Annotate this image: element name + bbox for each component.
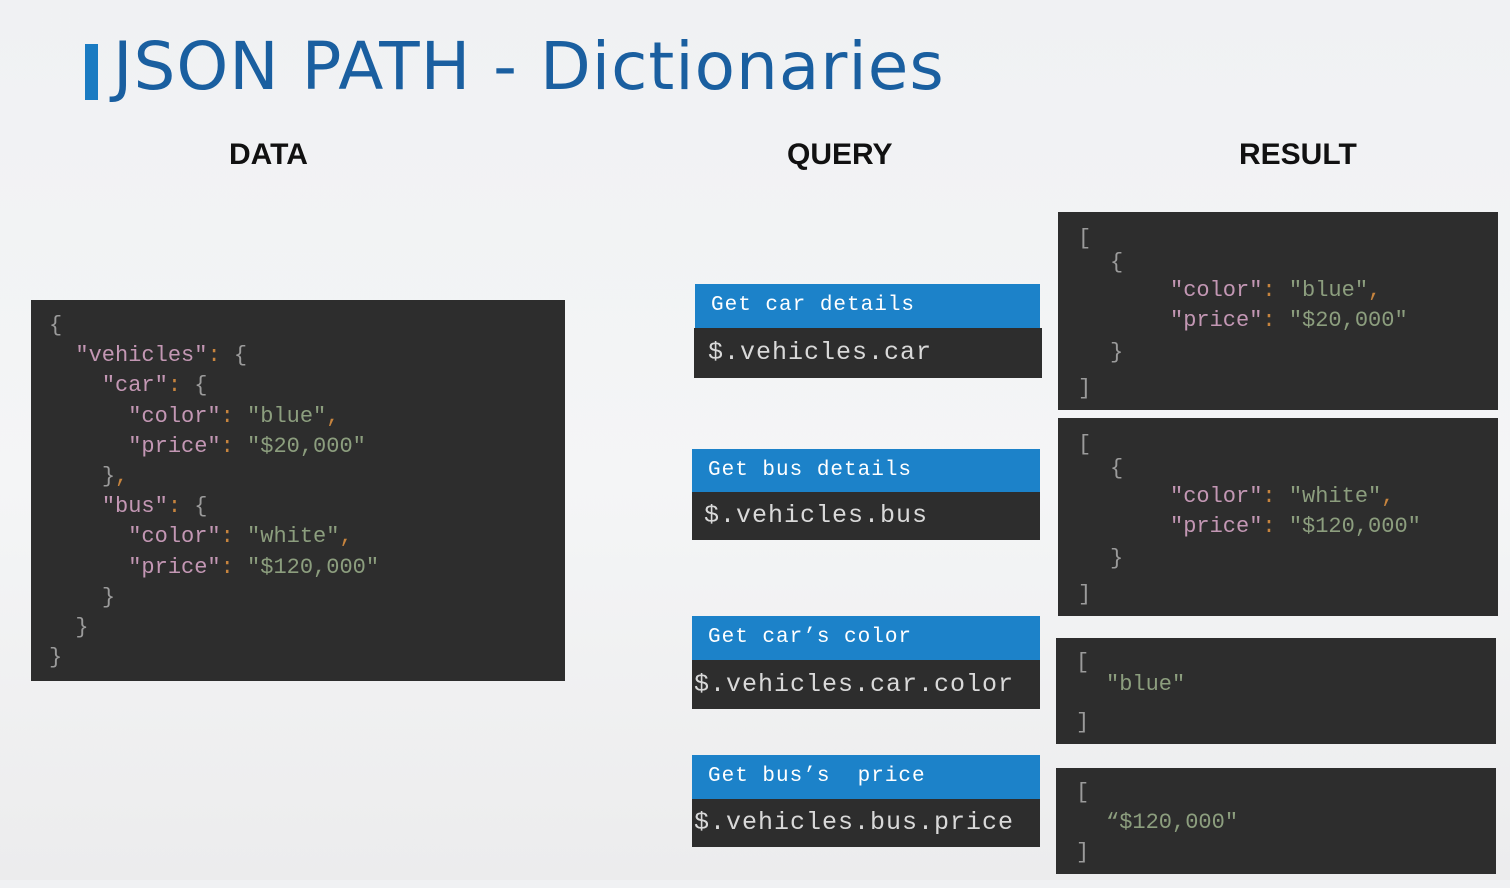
result-bracket: [ (1078, 226, 1092, 251)
data-key-bus: "bus" (101, 494, 168, 520)
query-label-car-color: Get car’s color (692, 616, 1040, 660)
data-key-car: "car" (101, 373, 168, 399)
result-bus-price: [ “$120,000" ] (1056, 768, 1496, 874)
data-key: "price" (128, 433, 221, 459)
column-header-result: RESULT (1239, 138, 1357, 171)
data-line: } (49, 645, 63, 671)
query-expr-bus-price: $.vehicles.bus.price (692, 799, 1040, 847)
data-code-block: { "vehicles": { "car": { "color": "blue"… (31, 300, 565, 681)
result-value: "$120,000" (1288, 514, 1421, 539)
data-key: "color" (128, 403, 221, 429)
slide-title: JSON PATH - Dictionaries (113, 28, 945, 105)
result-value: “$120,000" (1106, 810, 1239, 835)
query-label-car-details: Get car details (695, 284, 1040, 328)
query-expr-car-color: $.vehicles.car.color (692, 660, 1040, 709)
data-key: "price" (128, 554, 221, 580)
data-line: { (49, 313, 63, 338)
result-key: "color" (1170, 484, 1263, 509)
result-key: "price" (1170, 308, 1263, 333)
result-brace: } (1110, 340, 1124, 365)
data-value: "$20,000" (247, 433, 366, 459)
result-value: "blue" (1288, 278, 1369, 303)
result-value: "white" (1288, 484, 1382, 509)
result-car-details: [ { "color": "blue", "price": "$20,000" … (1058, 212, 1498, 410)
result-value: "$20,000" (1288, 308, 1408, 333)
result-bracket: ] (1078, 376, 1092, 401)
column-header-data: DATA (229, 138, 308, 171)
result-bus-details: [ { "color": "white", "price": "$120,000… (1058, 418, 1498, 616)
column-header-query: QUERY (787, 138, 893, 171)
query-label-bus-details: Get bus details (692, 449, 1040, 492)
result-bracket: ] (1078, 582, 1092, 607)
data-key-vehicles: "vehicles" (75, 343, 208, 369)
result-brace: } (1110, 546, 1124, 571)
result-key: "price" (1170, 514, 1263, 539)
result-bracket: [ (1076, 780, 1090, 805)
data-key: "color" (128, 524, 221, 550)
result-key: "color" (1170, 278, 1263, 303)
query-expr-car: $.vehicles.car (694, 328, 1042, 378)
data-value: "blue" (247, 403, 327, 429)
title-accent-bar (85, 44, 98, 100)
result-bracket: ] (1076, 710, 1090, 735)
result-bracket: ] (1076, 840, 1090, 865)
result-bracket: [ (1078, 432, 1092, 457)
query-label-text: Get bus’s price (708, 765, 926, 788)
query-expr-bus: $.vehicles.bus (692, 492, 1040, 540)
data-value: "white" (247, 524, 340, 550)
result-value: "blue" (1106, 672, 1186, 697)
result-bracket: [ (1076, 650, 1090, 675)
query-label-bus-price: Get bus’s price (692, 755, 1040, 799)
result-brace: { (1110, 456, 1124, 481)
result-brace: { (1110, 250, 1124, 275)
result-car-color: [ "blue" ] (1056, 638, 1496, 744)
data-value: "$120,000" (247, 554, 380, 580)
